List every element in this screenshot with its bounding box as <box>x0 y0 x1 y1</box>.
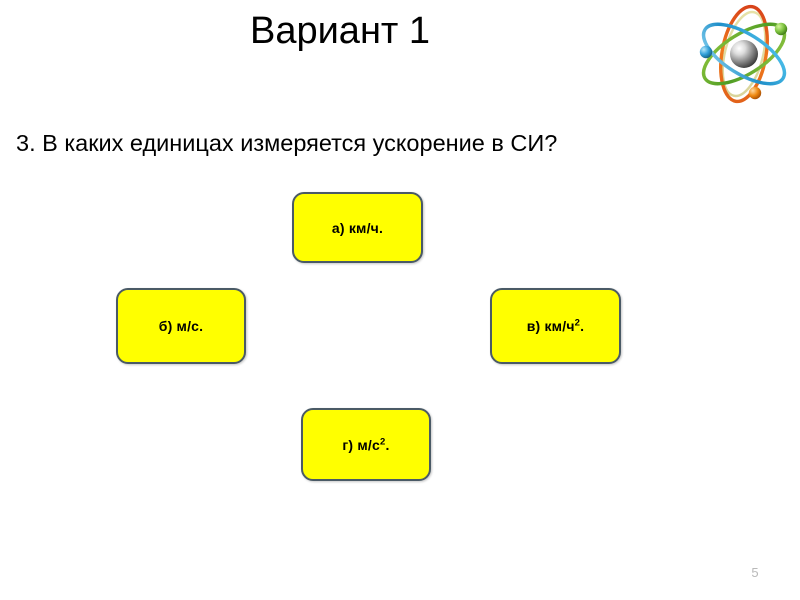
atom-icon <box>688 2 796 108</box>
answer-option-b[interactable]: б) м/с. <box>116 288 246 364</box>
answer-option-c[interactable]: в) км/ч2. <box>490 288 621 364</box>
answer-option-d[interactable]: г) м/с2. <box>301 408 431 481</box>
question-text: 3. В каких единицах измеряется ускорение… <box>16 130 558 156</box>
page-title: Вариант 1 <box>249 10 431 52</box>
answer-option-c-label: в) км/ч2. <box>526 317 585 334</box>
answer-option-d-label: г) м/с2. <box>342 435 390 453</box>
answer-option-d-superscript: 2 <box>380 435 386 447</box>
answer-option-a-label: а) км/ч. <box>331 219 384 236</box>
answer-option-a[interactable]: а) км/ч. <box>292 192 423 263</box>
answer-option-b-label: б) м/с. <box>158 318 204 334</box>
page-number: 5 <box>751 565 759 580</box>
answer-option-c-superscript: 2 <box>574 317 581 329</box>
